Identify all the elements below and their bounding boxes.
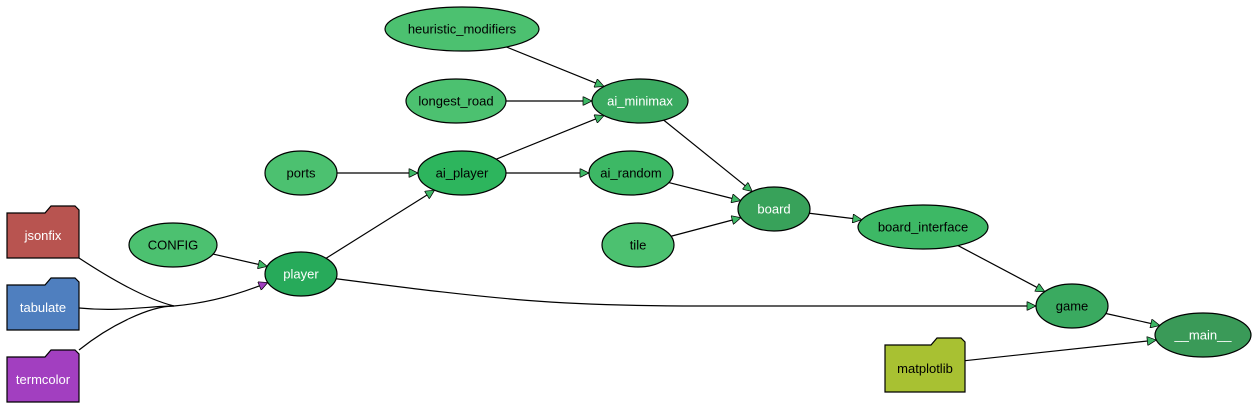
edge-heuristic_modifiers-to-ai_minimax xyxy=(506,46,604,86)
folder-icon xyxy=(6,205,80,259)
node-shape xyxy=(588,150,674,196)
node-CONFIG[interactable]: CONFIG xyxy=(128,222,218,268)
edge-ai_player-to-ai_minimax xyxy=(495,116,604,160)
node-label: ai_minimax xyxy=(607,94,673,109)
node-ai-random[interactable]: ai_random xyxy=(588,150,674,196)
node-shape xyxy=(601,222,675,268)
node-shape xyxy=(264,251,338,297)
node-tile[interactable]: tile xyxy=(601,222,675,268)
edge-bundle-to-player xyxy=(173,283,268,307)
node-jsonfix[interactable]: jsonfix xyxy=(6,205,80,259)
edge-game-to-main xyxy=(1105,312,1160,325)
node-longest-road[interactable]: longest_road xyxy=(405,78,507,124)
node-label: heuristic_modifiers xyxy=(408,22,517,37)
node-shape xyxy=(857,204,989,250)
nodes-layer: heuristic_modifiers longest_road ai_minima… xyxy=(6,6,1252,403)
node-label: termcolor xyxy=(16,372,71,387)
node-shape xyxy=(384,6,540,52)
node-label: player xyxy=(283,267,319,282)
edge-player-to-game xyxy=(336,278,1036,306)
edge-player-to-ai_player xyxy=(325,189,434,259)
edges-layer xyxy=(78,46,1160,362)
node-board-interface[interactable]: board_interface xyxy=(857,204,989,250)
node-shape xyxy=(405,78,507,124)
node-board[interactable]: board xyxy=(737,186,811,232)
node-shape xyxy=(417,150,507,196)
node-label: jsonfix xyxy=(24,228,62,243)
node-shape xyxy=(1035,283,1109,329)
node-label: ports xyxy=(287,166,316,181)
folder-icon xyxy=(884,337,966,393)
node-label: board_interface xyxy=(878,220,968,235)
node-main[interactable]: __main__ xyxy=(1154,312,1252,358)
edge-board-to-board_interface xyxy=(809,212,861,219)
node-game[interactable]: game xyxy=(1035,283,1109,329)
node-matplotlib[interactable]: matplotlib xyxy=(884,337,966,393)
node-label: matplotlib xyxy=(897,361,953,376)
edge-CONFIG-to-player xyxy=(212,253,267,266)
node-player[interactable]: player xyxy=(264,251,338,297)
node-heuristic-modifiers[interactable]: heuristic_modifiers xyxy=(384,6,540,52)
node-label: CONFIG xyxy=(148,238,199,253)
edge-board_interface-to-game xyxy=(957,245,1045,293)
node-shape xyxy=(737,186,811,232)
node-ai-player[interactable]: ai_player xyxy=(417,150,507,196)
node-label: board xyxy=(757,202,790,217)
node-label: ai_random xyxy=(600,166,661,181)
edge-matplotlib-to-main xyxy=(964,340,1156,362)
node-label: tabulate xyxy=(20,300,66,315)
edge-ai_random-to-board xyxy=(668,181,741,201)
folder-icon xyxy=(6,349,80,403)
node-shape xyxy=(591,78,689,124)
node-label: game xyxy=(1056,299,1089,314)
node-tabulate[interactable]: tabulate xyxy=(6,277,80,331)
node-ai-minimax[interactable]: ai_minimax xyxy=(591,78,689,124)
node-label: ai_player xyxy=(436,166,489,181)
edge-ai_minimax-to-board xyxy=(663,119,753,191)
node-label: __main__ xyxy=(1173,328,1232,343)
node-ports[interactable]: ports xyxy=(264,150,338,196)
folder-icon xyxy=(6,277,80,331)
node-shape xyxy=(264,150,338,196)
edge-jsonfix-to-player xyxy=(78,257,175,307)
edge-termcolor-to-player xyxy=(78,305,175,351)
node-label: longest_road xyxy=(418,94,493,109)
edge-tile-to-board xyxy=(670,218,741,237)
node-termcolor[interactable]: termcolor xyxy=(6,349,80,403)
node-label: tile xyxy=(630,238,647,253)
node-shape xyxy=(128,222,218,268)
node-shape xyxy=(1154,312,1252,358)
